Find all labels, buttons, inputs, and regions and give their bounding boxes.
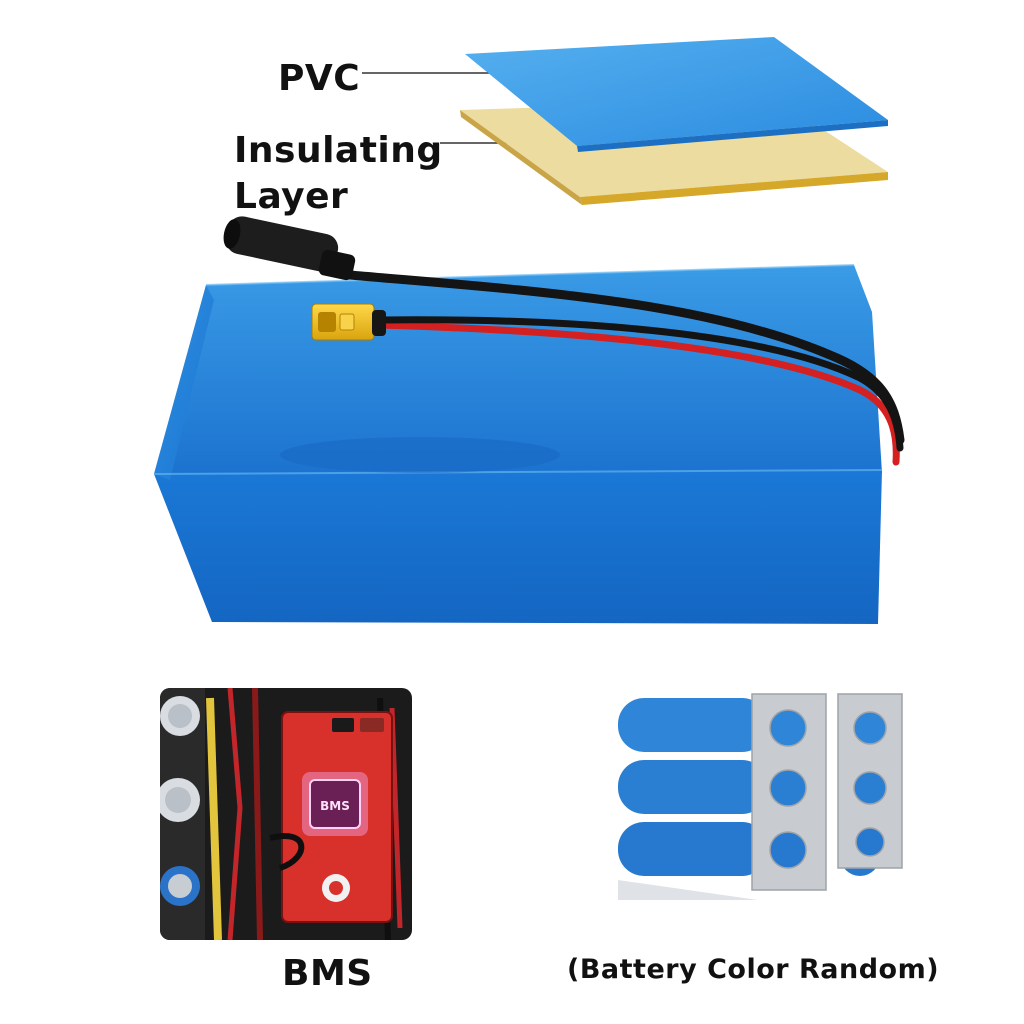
dc-barrel-connector (223, 216, 356, 281)
battery-cables (345, 270, 905, 466)
pvc-sheet (465, 37, 888, 152)
bms-left-cells (160, 688, 205, 940)
bms-chip-label: BMS (320, 799, 350, 813)
battery-cells-panel (608, 690, 908, 908)
xt-connector (311, 303, 386, 341)
insulating-layer-label: Insulating Layer (234, 128, 443, 220)
pvc-label: PVC (278, 58, 361, 99)
bms-photo: BMS (160, 688, 412, 940)
insulating-label-line2: Layer (234, 176, 349, 217)
battery-color-random-caption: (Battery Color Random) (567, 954, 940, 985)
nickel-strips (751, 693, 903, 891)
bms-caption: BMS (282, 953, 373, 994)
insulating-label-line1: Insulating (234, 130, 443, 171)
bms-photo-panel: BMS (160, 688, 412, 940)
battery-cells-photo (608, 690, 908, 908)
